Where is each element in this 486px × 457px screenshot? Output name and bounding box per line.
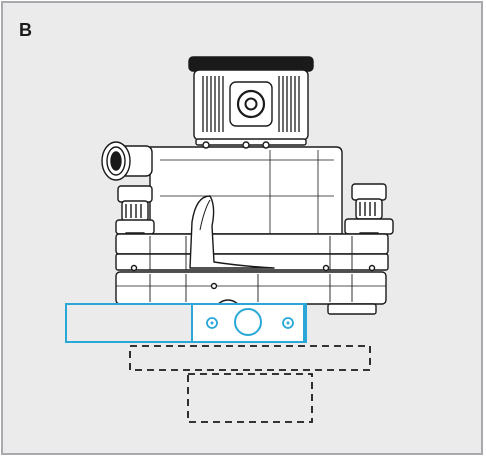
left-leveling-screw: [115, 185, 155, 242]
right-leveling-screw: [344, 183, 394, 242]
main-body: [149, 141, 343, 235]
center-bore-icon: [234, 308, 262, 336]
dashed-outline-block: [187, 373, 313, 423]
dashed-outline-plate: [129, 345, 371, 371]
side-eyepiece: [101, 141, 153, 181]
panel-label: B: [19, 20, 32, 40]
top-cap-housing: [188, 56, 314, 146]
mount-hole-icon: [206, 317, 218, 329]
tribrach-plate: [115, 233, 389, 272]
highlighted-adapter-plate: [65, 303, 307, 343]
mount-hole-icon: [282, 317, 294, 329]
clamp-lever: [189, 195, 275, 269]
